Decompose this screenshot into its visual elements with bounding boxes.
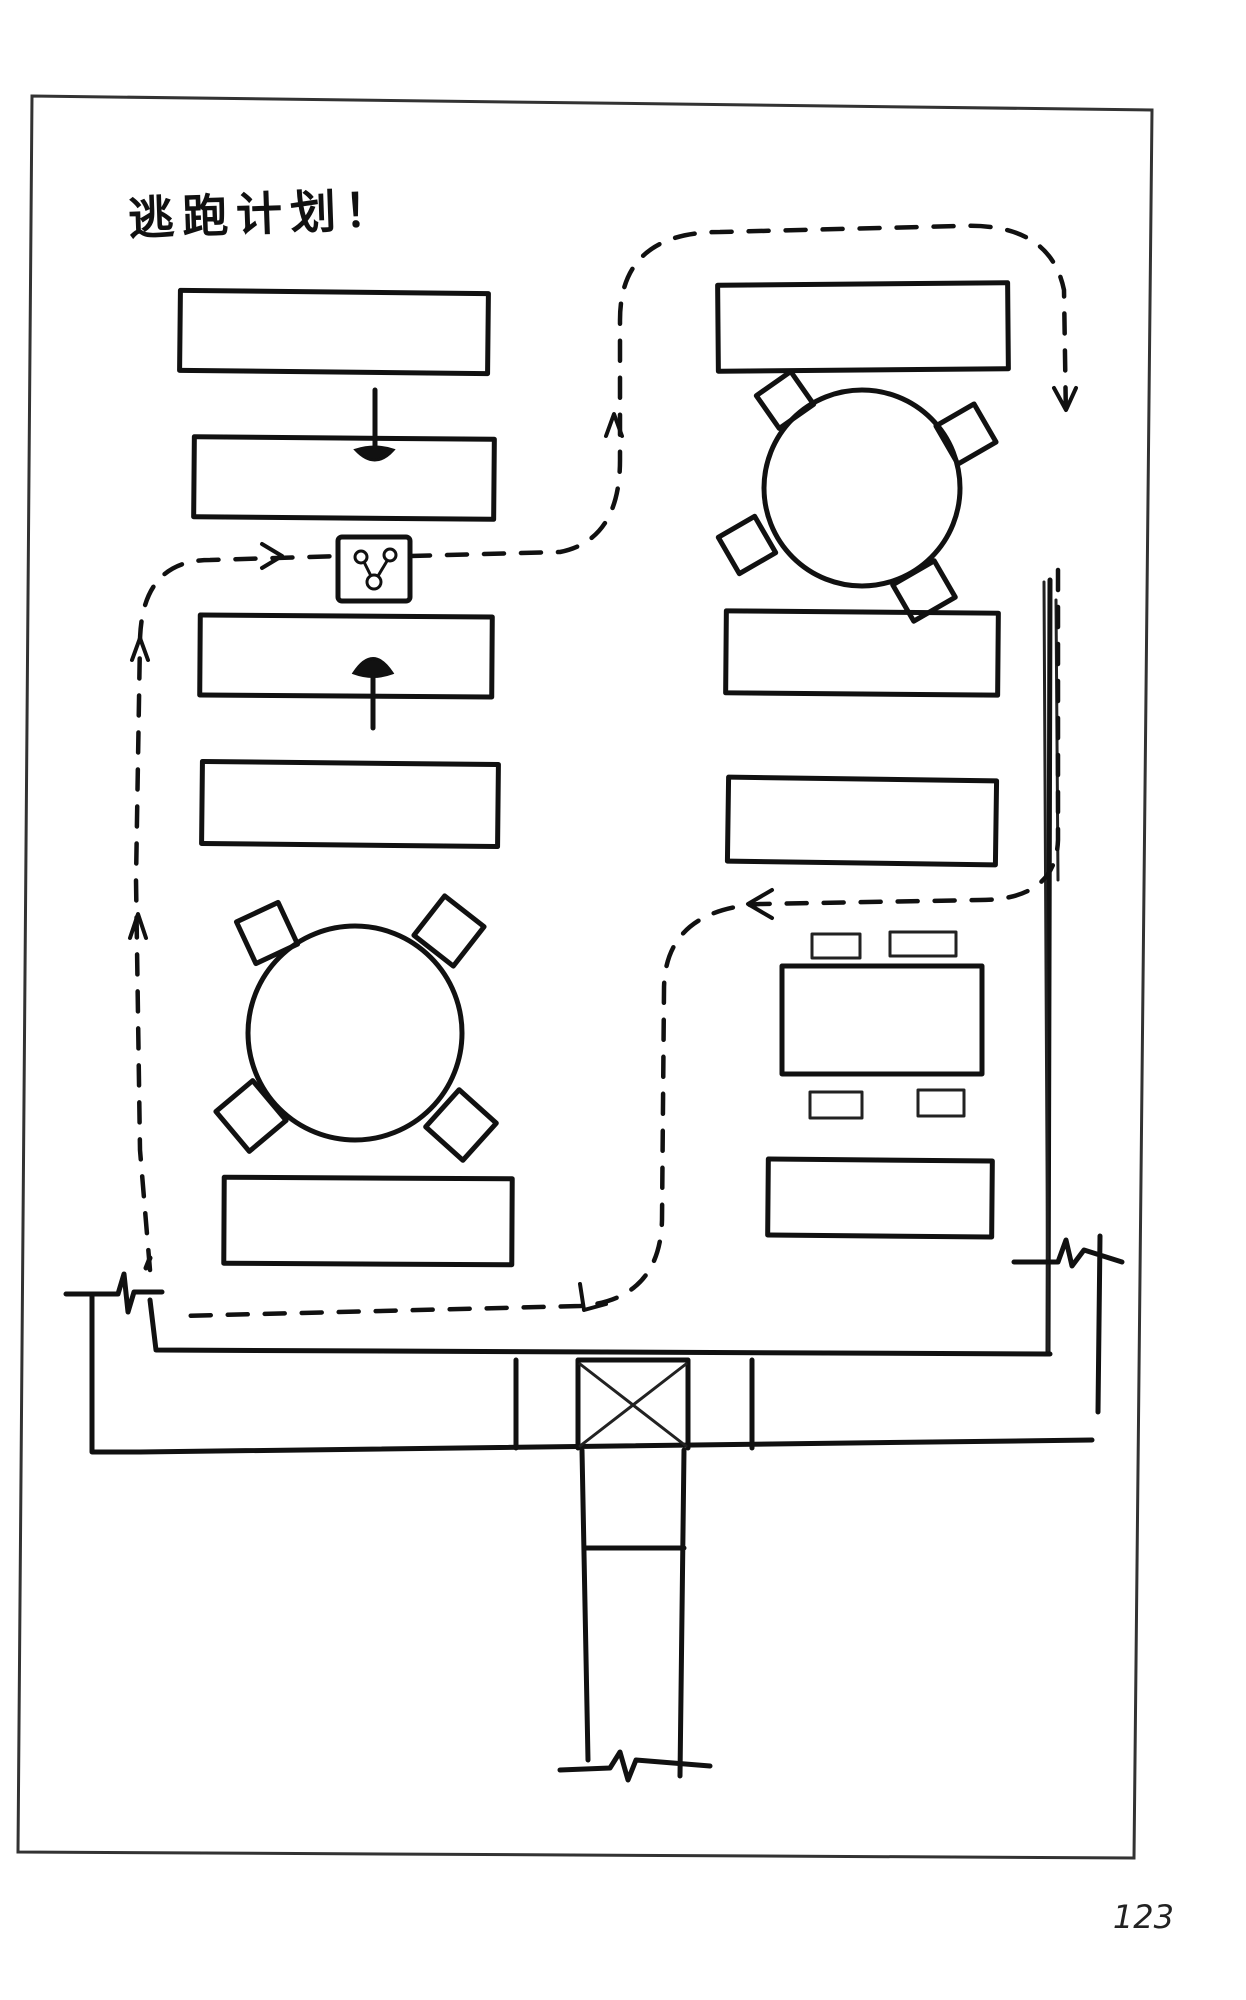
page-title: 逃跑计划！ [127, 182, 399, 246]
bench-right-2 [723, 608, 1001, 698]
exit-hallway [579, 1447, 687, 1779]
route-arrow-left [746, 888, 774, 920]
route-arrow-up-1 [128, 912, 148, 940]
round-table-right [761, 387, 963, 589]
outer-corridor-left [63, 1271, 1095, 1455]
route-arrow-up-2 [130, 636, 150, 662]
chair-left-2 [411, 893, 487, 969]
bench-right-4 [765, 1156, 995, 1240]
chair-left-1 [233, 899, 301, 967]
arrow-up-head [351, 657, 395, 678]
escape-route-upper [133, 223, 1069, 1273]
chair-rect-1 [810, 932, 862, 960]
bench-left-3 [197, 612, 495, 700]
route-arrow-down [1052, 386, 1078, 412]
chair-rect-3 [808, 1090, 864, 1120]
chair-left-4 [423, 1087, 499, 1163]
escape-route-right [177, 567, 1061, 1319]
bench-right-3 [724, 774, 1000, 868]
chair-rect-2 [888, 930, 958, 958]
bench-left-4 [199, 758, 501, 850]
chair-right-1 [753, 369, 817, 431]
route-arrow-up-3 [604, 412, 624, 438]
chair-right-3 [715, 513, 779, 577]
page-number: 123 [1112, 1898, 1174, 1936]
hallway-break [557, 1749, 713, 1783]
route-arrow-down-left [578, 1282, 608, 1312]
guard-marker [335, 534, 413, 604]
outer-corridor-right [1011, 1233, 1125, 1415]
guard-icon [353, 547, 398, 591]
bench-left-5 [221, 1174, 515, 1268]
bench-right-1 [715, 280, 1011, 374]
door-cross [578, 1362, 688, 1448]
chair-rect-4 [916, 1088, 966, 1118]
route-arrow-right [260, 542, 284, 570]
chair-right-4 [890, 558, 958, 624]
door-frame [513, 1357, 755, 1451]
arrow-down-head [353, 445, 396, 462]
chair-right-2 [933, 401, 999, 467]
round-table-left [245, 923, 465, 1143]
page-frame [16, 94, 1154, 1860]
chair-left-3 [213, 1078, 289, 1154]
rect-table [779, 963, 985, 1077]
bench-left-1 [177, 287, 491, 377]
bench-left-2 [191, 434, 497, 522]
